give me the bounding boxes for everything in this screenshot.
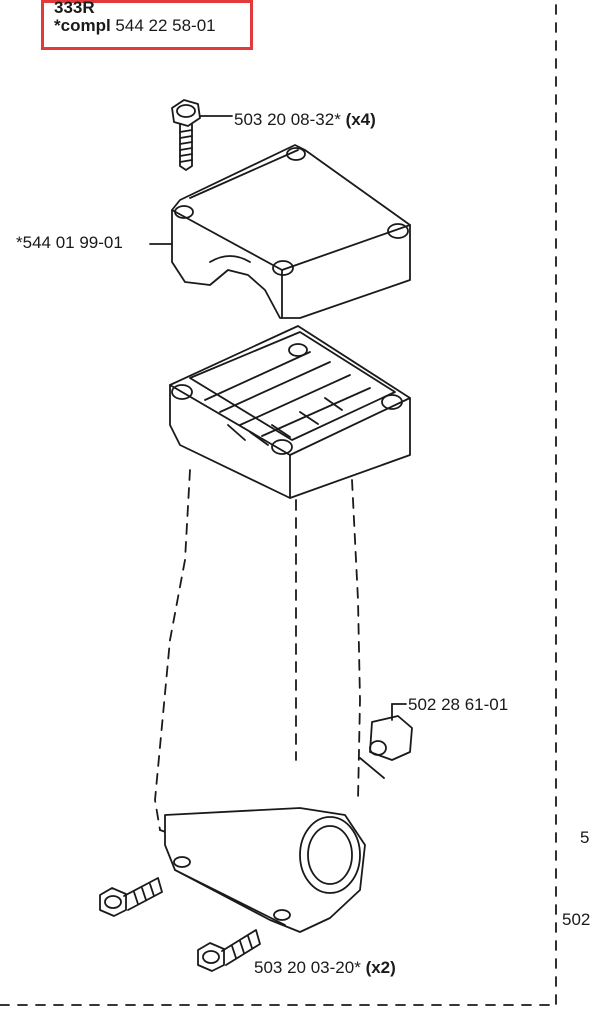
bottom-hub-drawing [164, 807, 366, 933]
label-pin: 502 28 61-01 [408, 695, 508, 715]
top-bolt-drawing [171, 99, 233, 171]
compl-prefix: *compl [54, 16, 111, 35]
edge-label-a: 5 [580, 828, 590, 847]
label-clamp-cap: *544 01 99-01 [16, 233, 123, 253]
compl-number: 544 22 58-01 [115, 16, 216, 35]
bottom-bolt-part-number: 503 20 03-20* [254, 958, 361, 977]
clamp-base-drawing [169, 325, 411, 499]
pin-drawing [359, 703, 413, 779]
top-bolt-part-number: 503 20 08-32* [234, 110, 341, 129]
compl-line: *compl 544 22 58-01 [54, 16, 240, 36]
clamp-cap-drawing [149, 144, 411, 319]
pin-part-number: 502 28 61-01 [408, 695, 509, 714]
model-title: 333R [54, 0, 95, 17]
clamp-cap-part-number: *544 01 99-01 [16, 233, 123, 252]
bottom-bolt-2-drawing [197, 929, 261, 972]
edge-label-b: 502 [562, 910, 590, 929]
label-top-bolt: 503 20 08-32* (x4) [234, 110, 376, 130]
top-bolt-quantity: (x4) [345, 110, 376, 129]
bottom-bolt-quantity: (x2) [365, 958, 396, 977]
bottom-bolt-1-drawing [99, 877, 163, 917]
label-bottom-bolt: 503 20 03-20* (x2) [254, 958, 396, 978]
title-box: 333R *compl 544 22 58-01 [41, 0, 253, 50]
